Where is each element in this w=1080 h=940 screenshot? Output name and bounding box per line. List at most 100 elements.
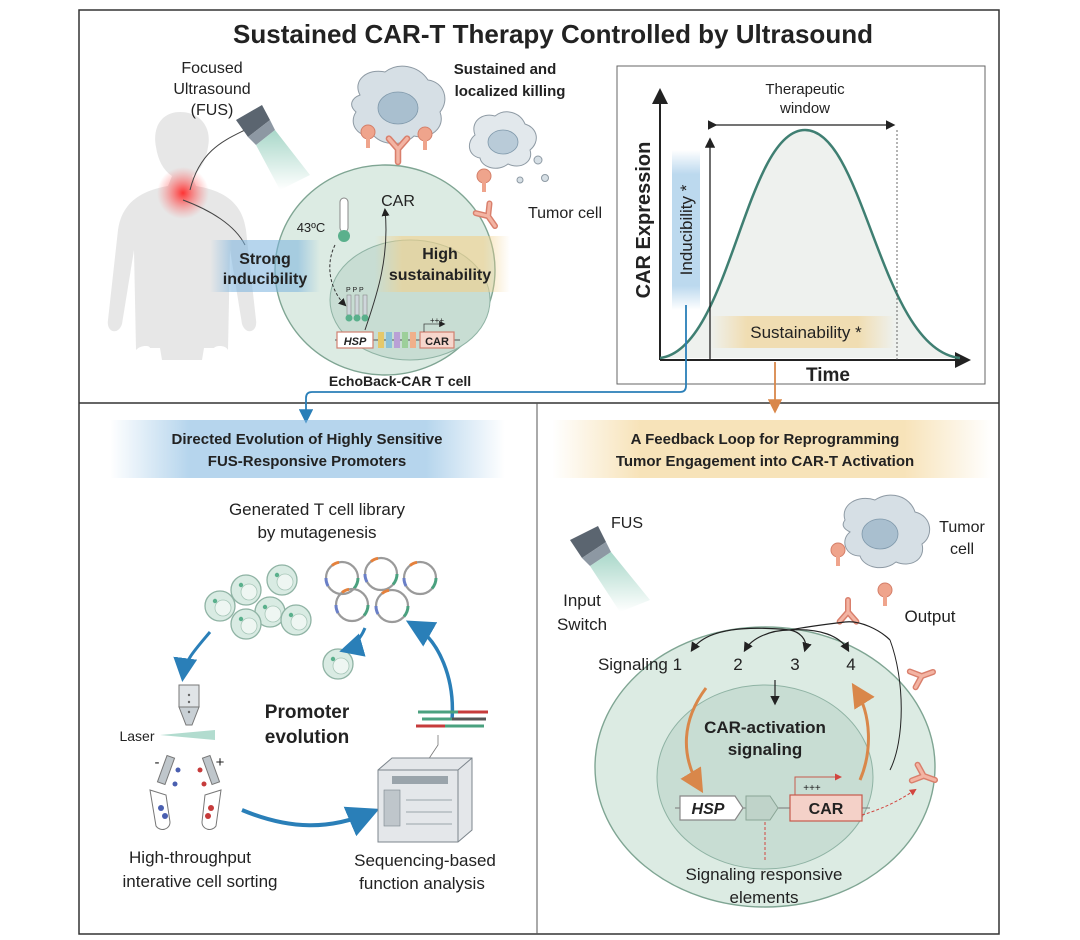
right-header-line2: Tumor Engagement into CAR-T Activation bbox=[616, 453, 914, 470]
left-header-line2: FUS-Responsive Promoters bbox=[208, 453, 406, 470]
cell-sorter-nozzle-icon bbox=[178, 684, 200, 726]
sequencing-reads-icon bbox=[416, 710, 488, 728]
fus-label-line3: (FUS) bbox=[191, 102, 234, 119]
figure-title: Sustained CAR-T Therapy Controlled by Ul… bbox=[233, 19, 873, 49]
input-switch-line1: Input bbox=[563, 591, 601, 610]
car-gene-label: CAR bbox=[425, 336, 449, 348]
right-header-line1: A Feedback Loop for Reprogramming bbox=[631, 431, 900, 448]
dying-tumor-cell-icon bbox=[468, 111, 549, 184]
plasmid-library-icons bbox=[324, 556, 438, 624]
left-header-highlight bbox=[110, 420, 505, 478]
feedback-cell-nucleus bbox=[656, 684, 874, 870]
temperature-label: 43ºC bbox=[297, 220, 326, 235]
fus-label-line1: Focused bbox=[181, 60, 242, 77]
tumor-cell-line1: Tumor bbox=[939, 519, 985, 536]
antigen-icon bbox=[476, 168, 492, 193]
laser-label: Laser bbox=[119, 728, 154, 744]
signaling-1-label: Signaling 1 bbox=[598, 655, 682, 674]
hsp-car-construct bbox=[335, 320, 460, 349]
right-header-highlight bbox=[552, 420, 992, 478]
fus-pointer-line bbox=[189, 129, 246, 191]
tumor-cell-icon bbox=[351, 65, 446, 144]
body-to-cell-line bbox=[182, 199, 246, 246]
antigen-icon bbox=[830, 542, 846, 567]
therapeutic-window-line2: window bbox=[779, 100, 830, 117]
plasmid-to-cell-arrow bbox=[339, 627, 367, 657]
signaling-3-label: 3 bbox=[790, 655, 799, 674]
inducibility-label: Inducibility * bbox=[677, 184, 696, 275]
reads-pointer-line bbox=[427, 735, 439, 761]
sustainability-label: Sustainability * bbox=[750, 323, 862, 342]
human-body-silhouette bbox=[107, 112, 257, 360]
high-sustainability-line1: High bbox=[422, 246, 458, 263]
sorting-label-line1: High-throughput bbox=[129, 848, 251, 867]
car-gene-label: CAR bbox=[809, 801, 844, 818]
strong-inducibility-line1: Strong bbox=[239, 251, 291, 268]
graph-y-label: CAR Expression bbox=[633, 142, 655, 299]
fus-label-line2: Ultrasound bbox=[173, 81, 250, 98]
sequencing-label-line2: function analysis bbox=[359, 874, 485, 893]
tumor-cell-label: Tumor cell bbox=[528, 205, 602, 222]
signaling-2-label: 2 bbox=[733, 655, 742, 674]
car-to-surface-arrow bbox=[861, 788, 917, 816]
library-label-line2: by mutagenesis bbox=[257, 523, 376, 542]
sre-label-line2: elements bbox=[730, 888, 799, 907]
output-label: Output bbox=[904, 607, 955, 626]
minus-electrode-label: - bbox=[155, 754, 160, 771]
selected-t-cell-icon bbox=[322, 648, 354, 680]
curve-area bbox=[660, 130, 960, 358]
sorting-to-sequencing-arrow bbox=[241, 806, 380, 837]
strong-inducibility-highlight bbox=[210, 240, 320, 292]
graph-frame bbox=[616, 65, 986, 385]
activation-up-arrow bbox=[851, 682, 875, 781]
laser-beam bbox=[160, 730, 215, 740]
hsp-promoter-label: HSP bbox=[692, 801, 725, 818]
inducibility-connector-arrow bbox=[298, 305, 687, 424]
inducibility-highlight bbox=[672, 150, 700, 310]
car-receptor-icon bbox=[910, 664, 936, 687]
car-activation-line1: CAR-activation bbox=[704, 718, 826, 737]
hsp-promoter-label: HSP bbox=[344, 336, 367, 348]
high-sustainability-line2: sustainability bbox=[389, 267, 491, 284]
car-receptor-label: CAR bbox=[381, 193, 415, 210]
tumor-cell-icon bbox=[842, 494, 931, 569]
sequencing-label-line1: Sequencing-based bbox=[354, 851, 496, 870]
fus-label: FUS bbox=[611, 515, 643, 532]
car-plus-marks: +++ bbox=[803, 783, 821, 794]
graph-x-label: Time bbox=[806, 365, 850, 386]
car-receptor-icon bbox=[840, 600, 857, 622]
deflection-plates-icon bbox=[156, 754, 221, 787]
gene-to-car-arrow bbox=[364, 208, 390, 331]
outer-frame bbox=[78, 9, 1000, 935]
t-cell-library-cluster bbox=[204, 564, 312, 640]
library-label-line1: Generated T cell library bbox=[229, 500, 406, 519]
collection-tubes-icon bbox=[149, 789, 222, 830]
phospho-marks: P P P bbox=[346, 287, 364, 294]
fus-transducer-icon bbox=[570, 526, 650, 612]
killing-label-line1: Sustained and bbox=[454, 61, 557, 78]
fus-transducer-icon bbox=[236, 105, 310, 190]
car-activation-line2: signaling bbox=[728, 740, 803, 759]
input-switch-line2: Switch bbox=[557, 615, 607, 634]
car-expression-curve bbox=[659, 128, 961, 360]
sre-label-line1: Signaling responsive bbox=[686, 865, 843, 884]
antigen-icon bbox=[877, 582, 893, 607]
antigen-icon bbox=[360, 124, 376, 149]
promoter-evolution-line1: Promoter bbox=[265, 702, 350, 723]
killing-label-line2: localized killing bbox=[455, 83, 566, 100]
therapeutic-window-line1: Therapeutic bbox=[765, 81, 845, 98]
signaling-branch-arrows bbox=[690, 621, 902, 771]
car-plus-marks: +++ bbox=[430, 316, 444, 325]
tumor-cell-line2: cell bbox=[950, 541, 974, 558]
sequencer-machine-icon bbox=[377, 757, 473, 843]
strong-inducibility-line2: inducibility bbox=[223, 271, 308, 288]
echoback-cell-caption: EchoBack-CAR T cell bbox=[329, 373, 471, 389]
hsf-trimer-icon bbox=[345, 294, 369, 322]
library-to-sorting-arrow bbox=[173, 631, 212, 682]
antigen-icon bbox=[417, 126, 433, 151]
high-sustainability-highlight bbox=[375, 236, 510, 292]
sorting-label-line2: interative cell sorting bbox=[123, 872, 278, 891]
analysis-to-library-arrow bbox=[405, 620, 455, 721]
tumor-site-glow bbox=[157, 167, 209, 219]
